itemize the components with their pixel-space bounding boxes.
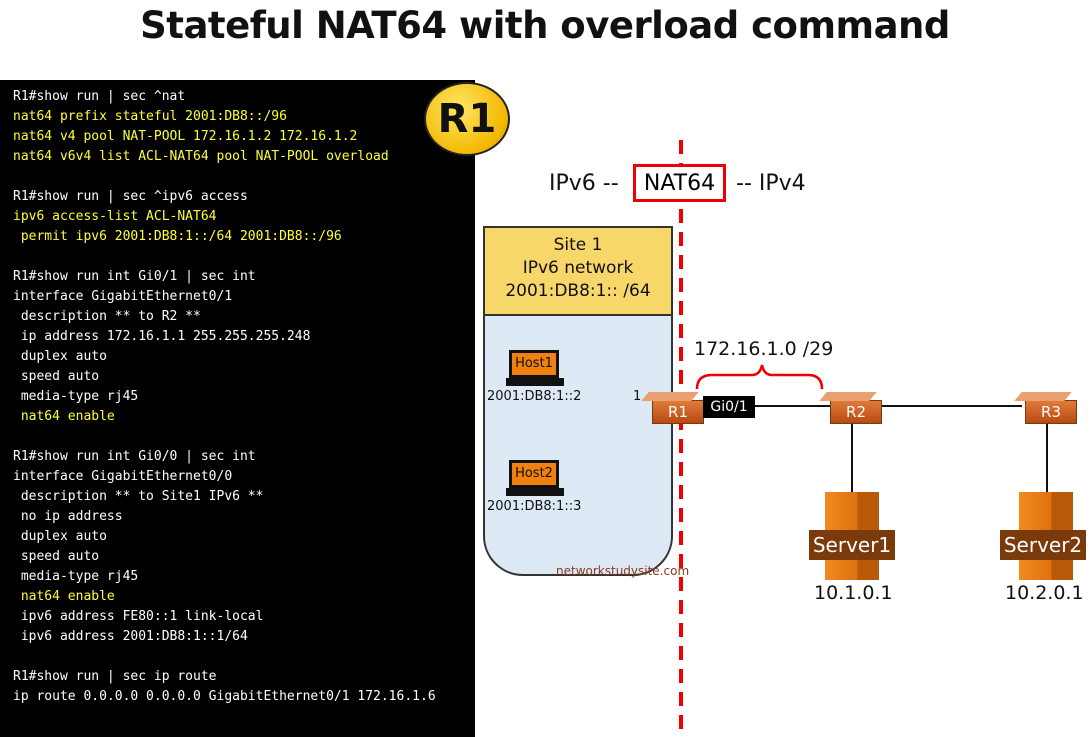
- host2-keyboard: [506, 488, 564, 496]
- terminal-line: nat64 v6v4 list ACL-NAT64 pool NAT-POOL …: [13, 149, 389, 164]
- terminal-output: R1#show run | sec ^nat nat64 prefix state…: [0, 80, 475, 737]
- terminal-line: ipv6 address 2001:DB8:1::1/64: [13, 629, 248, 644]
- terminal-line: interface GigabitEthernet0/1: [13, 289, 233, 304]
- server2-ip: 10.2.0.1: [1005, 582, 1084, 604]
- r1-port-label: 1: [633, 389, 642, 404]
- router-r2[interactable]: R2: [830, 400, 882, 424]
- host1-ip: 2001:DB8:1::2: [487, 389, 582, 404]
- subnet-label: 172.16.1.0 /29: [694, 338, 834, 360]
- terminal-line: ipv6 address FE80::1 link-local: [13, 609, 264, 624]
- terminal-line: R1#show run int Gi0/0 | sec int: [13, 449, 256, 464]
- terminal-line: media-type rj45: [13, 569, 139, 584]
- router-r1[interactable]: R1: [652, 400, 704, 424]
- nat64-label: NAT64: [633, 164, 726, 202]
- terminal-line: nat64 enable: [13, 409, 115, 424]
- host1-icon[interactable]: Host1: [509, 350, 559, 378]
- r1-badge: R1: [424, 82, 510, 156]
- terminal-line: nat64 v4 pool NAT-POOL 172.16.1.2 172.16…: [13, 129, 358, 144]
- host2-icon[interactable]: Host2: [509, 460, 559, 488]
- terminal-line: interface GigabitEthernet0/0: [13, 469, 233, 484]
- site-type: IPv6 network: [522, 258, 634, 278]
- page-title: Stateful NAT64 with overload command: [140, 4, 950, 47]
- terminal-line: R1#show run | sec ^nat: [13, 89, 186, 104]
- terminal-line: description ** to Site1 IPv6 **: [13, 489, 264, 504]
- host2-ip: 2001:DB8:1::3: [487, 499, 582, 514]
- terminal-line: ipv6 access-list ACL-NAT64: [13, 209, 217, 224]
- terminal-line: duplex auto: [13, 529, 107, 544]
- terminal-line: nat64 enable: [13, 589, 115, 604]
- site-prefix: 2001:DB8:1:: /64: [505, 281, 651, 301]
- server2-label: Server2: [1000, 530, 1086, 560]
- host1-keyboard: [506, 378, 564, 386]
- terminal-line: nat64 prefix stateful 2001:DB8::/96: [13, 109, 287, 124]
- server1-ip: 10.1.0.1: [814, 582, 893, 604]
- server1-label: Server1: [809, 530, 895, 560]
- terminal-line: description ** to R2 **: [13, 309, 201, 324]
- terminal-line: media-type rj45: [13, 389, 139, 404]
- site1-header: Site 1 IPv6 network 2001:DB8:1:: /64: [485, 228, 671, 316]
- terminal-line: R1#show run | sec ip route: [13, 669, 217, 684]
- router-r3[interactable]: R3: [1025, 400, 1077, 424]
- gi01-label: Gi0/1: [703, 396, 755, 418]
- terminal-line: R1#show run | sec ^ipv6 access: [13, 189, 248, 204]
- subnet-brace: [695, 364, 824, 390]
- terminal-line: ip route 0.0.0.0 0.0.0.0 GigabitEthernet…: [13, 689, 436, 704]
- terminal-line: speed auto: [13, 549, 100, 564]
- terminal-line: duplex auto: [13, 349, 107, 364]
- terminal-line: speed auto: [13, 369, 100, 384]
- ipv4-label: -- IPv4: [736, 171, 806, 196]
- watermark: networkstudysite.com: [556, 564, 690, 578]
- terminal-line: permit ipv6 2001:DB8:1::/64 2001:DB8::/9…: [13, 229, 342, 244]
- terminal-line: no ip address: [13, 509, 123, 524]
- terminal-line: ip address 172.16.1.1 255.255.255.248: [13, 329, 311, 344]
- ipv6-label: IPv6 --: [549, 171, 619, 196]
- site-name: Site 1: [553, 235, 603, 255]
- terminal-line: R1#show run int Gi0/1 | sec int: [13, 269, 256, 284]
